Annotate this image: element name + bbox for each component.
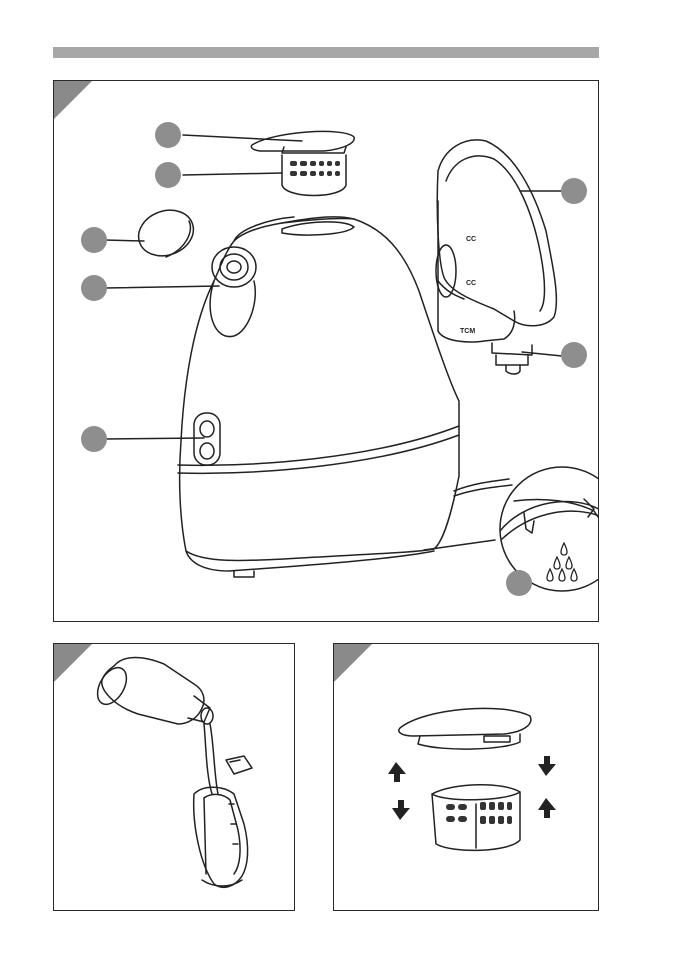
callout-marker-tank-valve — [561, 342, 587, 368]
device-illustration: CC CC TCM — [54, 81, 599, 622]
arrow-down-right-icon — [538, 756, 556, 776]
leader-line-lid — [183, 135, 302, 141]
tank-brand-mark: TCM — [460, 328, 475, 335]
callout-marker-filter — [155, 162, 181, 188]
water-drops — [547, 543, 577, 581]
header-bar — [53, 47, 599, 58]
tank-valve-shape — [492, 343, 532, 355]
leader-line-filter — [183, 173, 282, 175]
arrow-up-right-icon — [538, 798, 556, 818]
filter-lid-shape — [251, 131, 354, 151]
filling-figure — [53, 643, 295, 911]
arrow-down-left-icon — [392, 800, 410, 820]
filter-lid-shape — [399, 708, 531, 736]
water-tank-shape — [437, 140, 556, 326]
arrow-up-left-icon — [388, 762, 406, 782]
callout-marker-nozzle — [81, 275, 107, 301]
callout-marker-disc — [81, 227, 107, 253]
callout-marker-base-detail — [506, 570, 532, 596]
tank-marking-min: CC — [466, 280, 476, 287]
callout-marker-tank — [561, 178, 587, 204]
filter-vent-holes — [446, 802, 512, 824]
callout-marker-switch — [81, 426, 107, 452]
leader-line-nozzle — [105, 286, 219, 288]
leader-line-switch — [105, 438, 204, 439]
main-device-figure: CC CC TCM — [53, 80, 599, 622]
filter-assembly-illustration — [334, 644, 599, 911]
filter-assembly-figure — [333, 643, 599, 911]
device-body-outline — [180, 217, 459, 561]
callout-marker-lid — [155, 122, 181, 148]
tank-marking-max: CC — [466, 236, 476, 243]
tank-cap-shape — [226, 756, 252, 774]
leader-line-disc — [105, 240, 144, 241]
filling-illustration — [54, 644, 295, 911]
nozzle-shape — [212, 247, 256, 287]
